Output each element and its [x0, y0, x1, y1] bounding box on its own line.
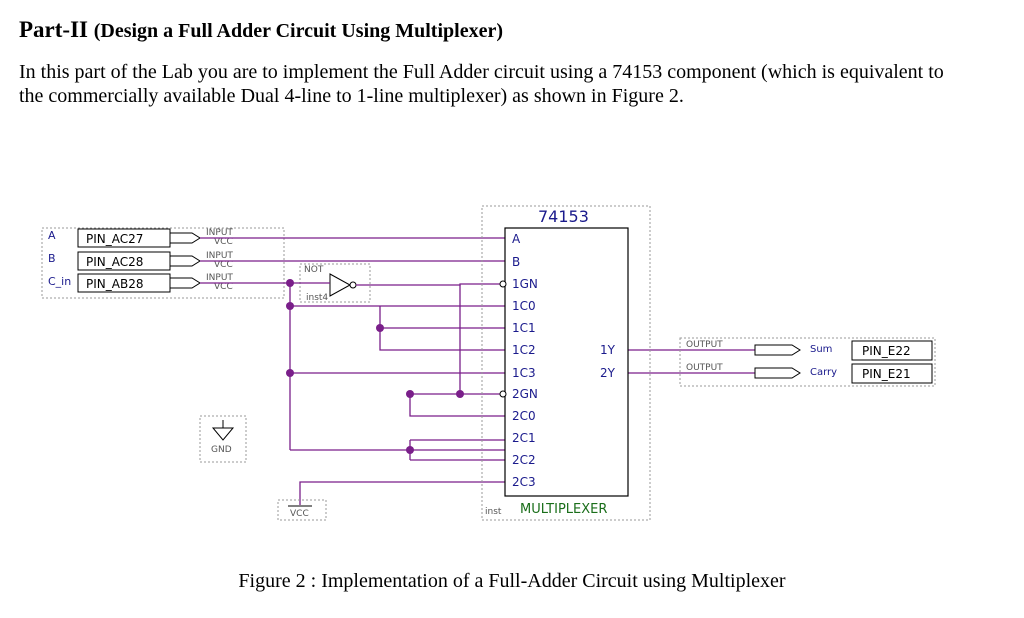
pin-1c3: 1C3 — [512, 366, 536, 380]
mux-body — [504, 227, 629, 497]
full-adder-schematic: A PIN_AC27 INPUT VCC B PIN_AC28 INPUT VC… — [41, 205, 936, 521]
wires — [200, 237, 755, 505]
input-b-pin: PIN_AC28 — [86, 255, 143, 269]
pin-1c1: 1C1 — [512, 321, 536, 335]
input-a-vcc: VCC — [214, 237, 233, 247]
mux-title: 74153 — [538, 207, 589, 226]
output-sum-pin-box — [851, 340, 933, 361]
pin-2gn: 2GN — [512, 387, 538, 401]
input-pins-frame — [41, 227, 285, 299]
pin-1c2: 1C2 — [512, 343, 536, 357]
vcc-label: VCC — [290, 509, 309, 519]
pin-a: A — [512, 232, 521, 246]
intro-paragraph: In this part of the Lab you are to imple… — [19, 61, 944, 107]
1gn-bubble-icon — [499, 280, 507, 288]
figure-caption: Figure 2 : Implementation of a Full-Adde… — [238, 570, 786, 592]
not-gate-inst: inst4 — [306, 293, 328, 303]
output-carry-tag: OUTPUT — [686, 363, 723, 373]
input-b-vcc: VCC — [214, 260, 233, 270]
mux-footer: MULTIPLEXER — [520, 502, 607, 517]
wire-junctions — [286, 279, 464, 454]
pin-2c2: 2C2 — [512, 453, 536, 467]
output-carry-name: Carry — [810, 367, 837, 378]
not-gate-label: NOT — [304, 265, 324, 275]
input-a-port-icon — [169, 232, 201, 244]
mux-frame — [481, 205, 651, 521]
pin-2y: 2Y — [600, 366, 616, 380]
output-sum-name: Sum — [810, 344, 832, 355]
gnd-label: GND — [211, 445, 232, 455]
ground-icon — [211, 427, 235, 441]
input-b-port-icon — [169, 255, 201, 267]
output-carry-pin-box — [851, 363, 933, 384]
pin-2c1: 2C1 — [512, 431, 536, 445]
output-carry-pin: PIN_E21 — [862, 367, 911, 381]
output-sum-port-icon — [754, 344, 801, 356]
pin-2c0: 2C0 — [512, 409, 536, 423]
output-sum-tag: OUTPUT — [686, 340, 723, 350]
input-a-pin: PIN_AC27 — [86, 232, 143, 246]
pin-1c0: 1C0 — [512, 299, 536, 313]
not-gate-icon — [329, 273, 352, 297]
input-cin-port-icon — [169, 277, 201, 289]
pin-1gn: 1GN — [512, 277, 538, 291]
vcc-frame — [277, 499, 327, 521]
input-cin-vcc: VCC — [214, 282, 233, 292]
output-sum-pin: PIN_E22 — [862, 344, 911, 358]
section-heading: Part-II (Design a Full Adder Circuit Usi… — [19, 17, 503, 43]
part-subtitle: (Design a Full Adder Circuit Using Multi… — [93, 20, 503, 42]
input-a-tag: INPUT — [206, 228, 233, 238]
mux-inst: inst — [485, 507, 502, 517]
pin-1y: 1Y — [600, 343, 616, 357]
input-b-name: B — [48, 252, 56, 265]
input-cin-tag: INPUT — [206, 273, 233, 283]
pin-2c3: 2C3 — [512, 475, 536, 489]
part-label: Part-II — [19, 17, 88, 42]
pin-b: B — [512, 255, 520, 269]
input-cin-pin: PIN_AB28 — [86, 277, 143, 291]
output-pins-frame — [679, 337, 936, 387]
gnd-frame — [199, 415, 247, 463]
input-a-name: A — [48, 229, 56, 242]
input-cin-name: C_in — [48, 275, 71, 288]
2gn-bubble-icon — [499, 390, 507, 398]
not-gate-bubble-icon — [349, 281, 357, 289]
output-carry-port-icon — [754, 367, 801, 379]
input-b-tag: INPUT — [206, 251, 233, 261]
